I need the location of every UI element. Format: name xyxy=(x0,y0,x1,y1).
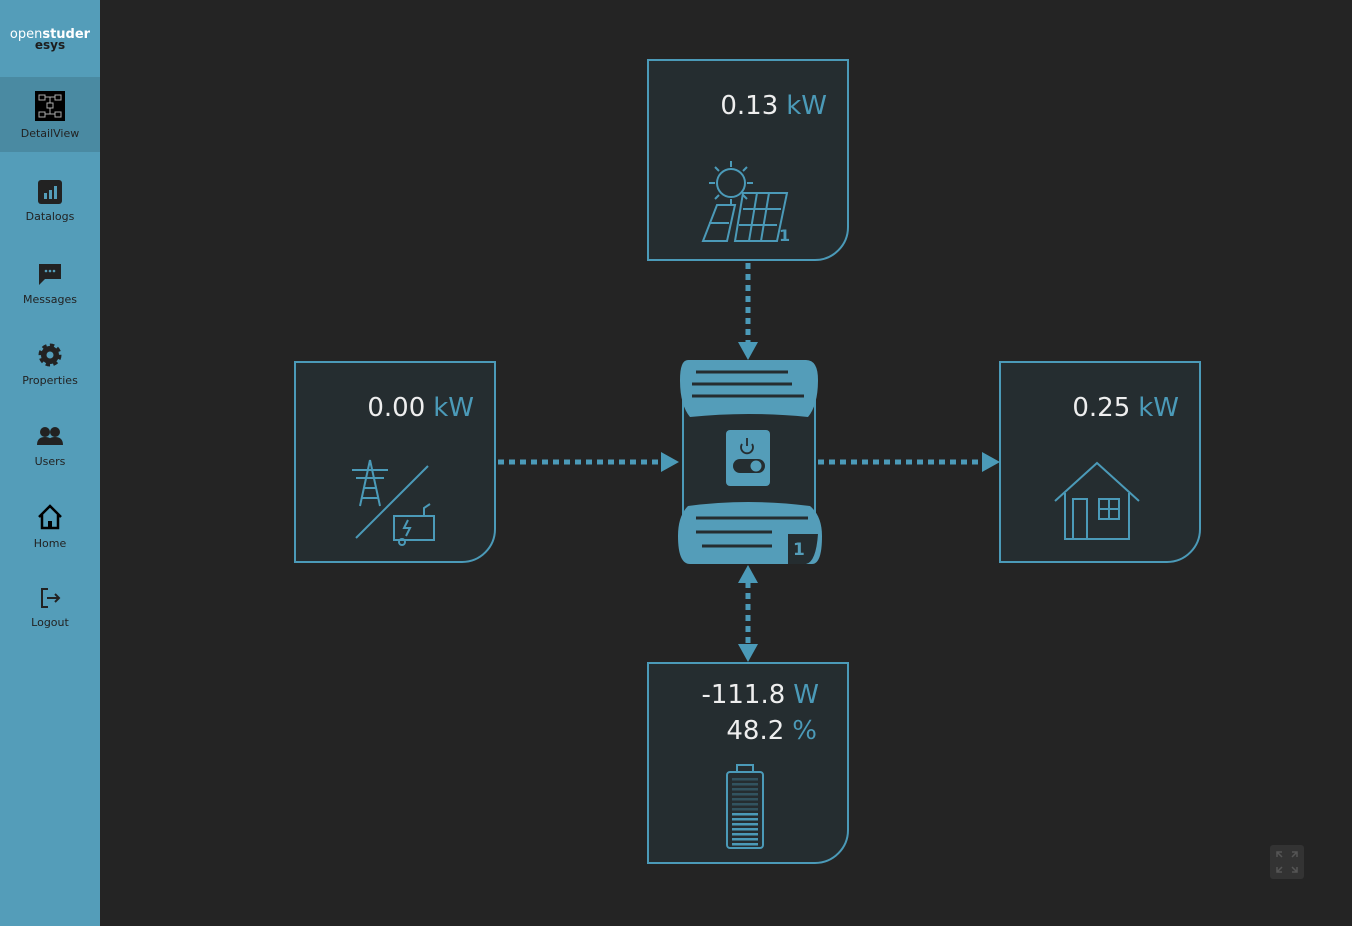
nav-label: Properties xyxy=(22,374,78,387)
battery-level-bar xyxy=(732,783,758,786)
battery-level-bar xyxy=(732,813,758,816)
battery-level-bar xyxy=(732,788,758,791)
battery-level-bar xyxy=(732,808,758,811)
nav-home[interactable]: Home xyxy=(0,503,100,550)
battery-level-bar xyxy=(732,828,758,831)
battery-level-bar xyxy=(732,818,758,821)
chart-icon xyxy=(38,180,62,204)
nav-messages[interactable]: Messages xyxy=(0,261,100,306)
grid-generator-icon xyxy=(352,459,435,546)
battery-icon xyxy=(726,764,764,849)
nav-users[interactable]: Users xyxy=(0,423,100,468)
message-icon xyxy=(39,264,61,285)
users-icon xyxy=(37,427,63,445)
nav-detailview[interactable]: DetailView xyxy=(0,77,100,152)
nav-label: Messages xyxy=(23,293,77,306)
battery-level-bar xyxy=(732,833,758,836)
nav-datalogs[interactable]: Datalogs xyxy=(0,180,100,223)
battery-level-bar xyxy=(732,793,758,796)
nav-label: Users xyxy=(34,455,66,468)
logo-open: open xyxy=(9,27,43,42)
battery-soc: 48.2% xyxy=(726,716,817,746)
logo-esys: esys xyxy=(34,38,66,52)
battery-level-bar xyxy=(732,843,758,846)
nav-logout[interactable]: Logout xyxy=(0,586,100,629)
power-switch xyxy=(726,430,770,486)
gear-icon xyxy=(38,343,62,367)
logout-icon xyxy=(41,588,61,608)
battery-level-bar xyxy=(732,823,758,826)
logo-studer: studer xyxy=(42,27,91,42)
solar-panel-icon: 1 xyxy=(701,161,790,245)
fullscreen-button[interactable] xyxy=(1270,845,1304,879)
battery-level-bar xyxy=(732,803,758,806)
home-icon xyxy=(38,504,62,530)
power-icon xyxy=(740,438,754,455)
inverter-icon[interactable]: 1 xyxy=(676,358,824,568)
svg-text:1: 1 xyxy=(779,226,790,245)
battery-level-bar xyxy=(732,798,758,801)
nav-label: Logout xyxy=(31,616,69,629)
expand-icon xyxy=(1276,851,1298,873)
diagram-icon xyxy=(35,91,65,121)
battery-level-bar xyxy=(732,778,758,781)
battery-level-bar xyxy=(732,838,758,841)
nav-label: Home xyxy=(33,537,67,550)
nav-properties[interactable]: Properties xyxy=(0,342,100,387)
inverter-count: 1 xyxy=(793,540,805,560)
house-icon xyxy=(1054,461,1140,540)
nav-label: DetailView xyxy=(20,127,80,140)
nav-label: Datalogs xyxy=(25,210,75,223)
